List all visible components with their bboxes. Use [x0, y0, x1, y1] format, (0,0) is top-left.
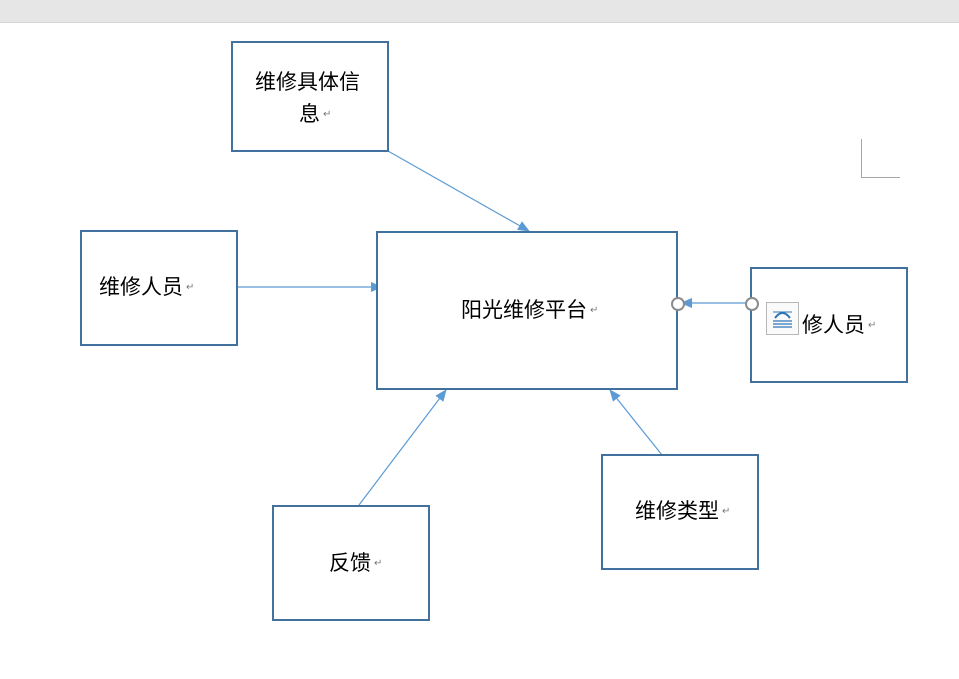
node-center[interactable]: 阳光维修平台↵	[376, 231, 678, 390]
node-right-label: 修人员	[802, 313, 865, 337]
paragraph-mark: ↵	[186, 282, 195, 293]
node-center-label: 阳光维修平台	[461, 298, 587, 322]
node-bottom-left[interactable]: 反馈↵	[272, 505, 430, 621]
node-left[interactable]: 维修人员↵	[80, 230, 238, 346]
connector-top[interactable]	[387, 150, 530, 232]
paragraph-mark: ↵	[868, 320, 877, 331]
paragraph-mark: ↵	[590, 305, 599, 316]
node-bottom-right[interactable]: 维修类型↵	[601, 454, 759, 570]
paragraph-mark: ↵	[374, 558, 383, 569]
node-top[interactable]: 维修具体信 息↵	[231, 41, 389, 152]
layout-options-icon[interactable]	[766, 302, 799, 335]
paragraph-mark: ↵	[722, 506, 731, 517]
connector-start-handle[interactable]	[745, 297, 759, 311]
node-left-label: 维修人员	[99, 275, 183, 299]
node-right[interactable]: 修人员↵	[750, 267, 908, 383]
connector-bottom-left[interactable]	[358, 389, 447, 506]
margin-corner-mark	[861, 139, 900, 178]
node-top-label-line1: 维修具体信	[255, 70, 360, 94]
paragraph-mark: ↵	[323, 109, 332, 120]
node-bottom-right-label: 维修类型	[635, 499, 719, 523]
node-top-label-line2: 息	[299, 102, 320, 126]
connector-end-handle[interactable]	[671, 297, 685, 311]
ruler-strip	[0, 0, 959, 23]
node-bottom-left-label: 反馈	[329, 551, 371, 575]
connector-bottom-right[interactable]	[609, 389, 663, 456]
